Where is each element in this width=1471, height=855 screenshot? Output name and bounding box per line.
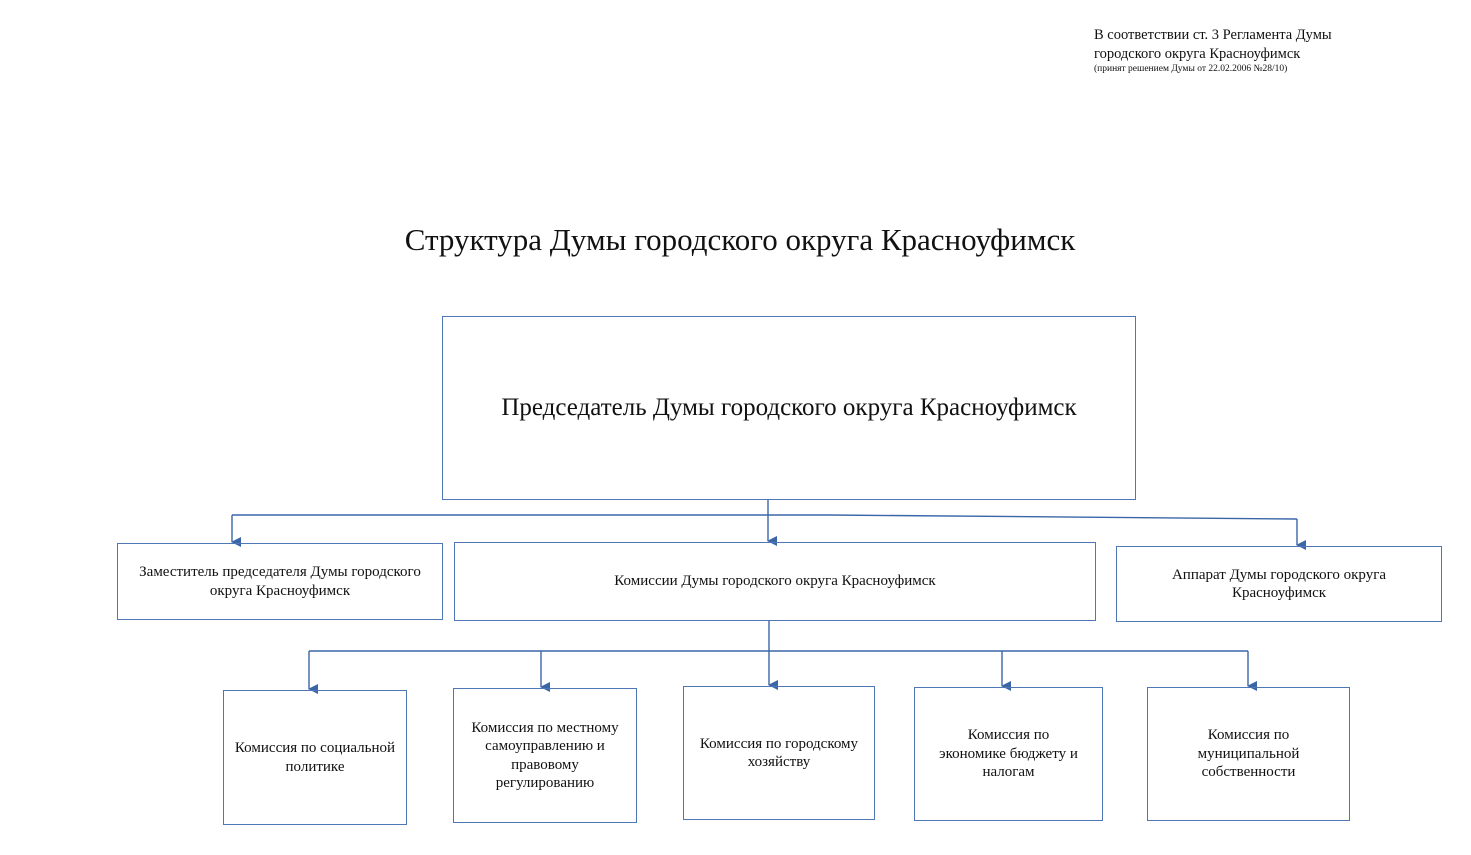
regulation-note-text: В соответствии ст. 3 Регламента Думы гор… <box>1094 27 1332 62</box>
commission-label: Комиссия по экономике бюджету и налогам <box>939 727 1078 781</box>
regulation-note: В соответствии ст. 3 Регламента Думы гор… <box>1094 26 1364 75</box>
commission-label: Комиссия по местному самоуправлению и пр… <box>471 719 619 792</box>
deputy-box: Заместитель председателя Думы городского… <box>117 543 443 620</box>
deputy-label: Заместитель председателя Думы городского… <box>139 564 421 599</box>
chairman-label: Председатель Думы городского округа Крас… <box>501 394 1077 421</box>
commission-label: Комиссия по социальной политике <box>234 740 396 775</box>
apparatus-box: Аппарат Думы городского округа Красноуфи… <box>1116 546 1442 622</box>
page-title: Структура Думы городского округа Красноу… <box>404 222 1076 257</box>
commissions-label: Комиссии Думы городского округа Красноуф… <box>614 573 936 590</box>
commission-box: Комиссия по муниципальной собственности <box>1147 687 1350 821</box>
commissions-box: Комиссии Думы городского округа Красноуф… <box>454 542 1096 621</box>
commission-box: Комиссия по городскому хозяйству <box>683 686 875 820</box>
apparatus-label: Аппарат Думы городского округа Красноуфи… <box>1171 566 1387 602</box>
connector-level2-bus <box>232 514 1298 520</box>
commission-label: Комиссия по городскому хозяйству <box>699 735 859 771</box>
chairman-box: Председатель Думы городского округа Крас… <box>442 316 1136 500</box>
commission-box: Комиссия по экономике бюджету и налогам <box>914 687 1103 821</box>
regulation-note-sub: (принят решением Думы от 22.02.2006 №28/… <box>1094 64 1288 74</box>
commission-box: Комиссия по местному самоуправлению и пр… <box>453 688 637 823</box>
commission-label: Комиссия по муниципальной собственности <box>1197 727 1300 781</box>
commission-box: Комиссия по социальной политике <box>223 690 407 825</box>
